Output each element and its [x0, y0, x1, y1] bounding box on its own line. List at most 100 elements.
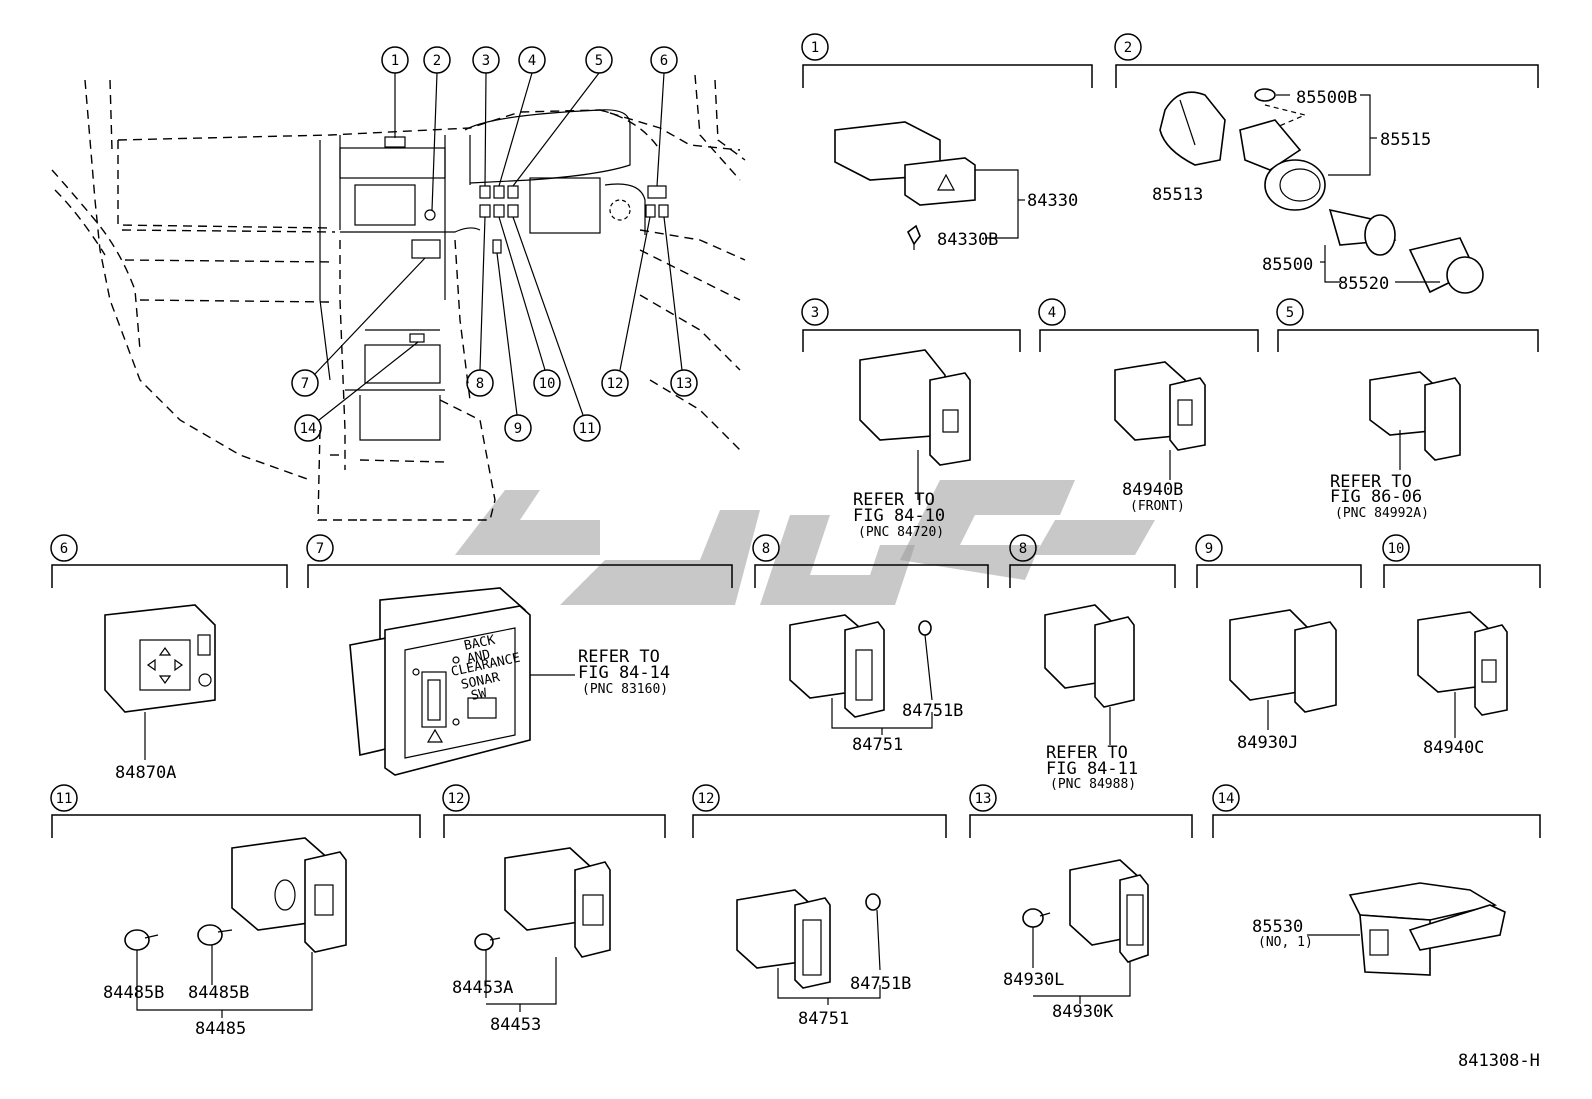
svg-text:BACK: BACK	[463, 633, 497, 654]
mirror-switch-84870A	[104, 604, 216, 713]
svg-text:5: 5	[1286, 305, 1294, 321]
group-2: 2 85500B 85515 85513 85500 85520	[1114, 33, 1539, 294]
switch-8b	[1044, 604, 1135, 708]
switch-84453	[504, 847, 611, 958]
svg-text:FIG 86-06: FIG 86-06	[1330, 487, 1422, 507]
group-6: 6 84870A	[50, 534, 288, 783]
group-10: 10 84940C	[1382, 534, 1541, 758]
group-3: 3 REFER TO FIG 84-10 (PNC 84720)	[801, 298, 1021, 540]
svg-text:3: 3	[811, 305, 819, 321]
svg-text:84751: 84751	[852, 735, 903, 755]
switch-3	[859, 349, 971, 466]
group-4: 4 84940B (FRONT)	[1038, 298, 1259, 514]
group-9: 9 84930J	[1195, 534, 1362, 753]
svg-text:84485: 84485	[195, 1019, 246, 1039]
switch-84940C	[1417, 611, 1508, 716]
svg-text:(PNC 84988): (PNC 84988)	[1050, 777, 1136, 792]
switch-5	[1369, 371, 1461, 461]
callout-14: 14	[294, 341, 419, 442]
callout-9: 9	[496, 252, 532, 442]
bulb-84930L	[1022, 908, 1051, 928]
svg-text:REFER TO: REFER TO	[1330, 472, 1412, 492]
svg-text:7: 7	[301, 376, 309, 392]
svg-text:13: 13	[975, 791, 992, 807]
group-14: 14 85530 (NO, 1)	[1212, 784, 1541, 976]
svg-text:84330B: 84330B	[937, 230, 998, 250]
svg-text:10: 10	[539, 376, 556, 392]
svg-text:14: 14	[300, 421, 317, 437]
bulb-84485B-2	[197, 924, 233, 946]
svg-text:9: 9	[1205, 541, 1213, 557]
svg-text:9: 9	[514, 421, 522, 437]
svg-text:85513: 85513	[1152, 185, 1203, 205]
switch-84930K	[1069, 859, 1149, 963]
callout-10: 10	[498, 216, 561, 397]
callout-4: 4	[498, 46, 546, 187]
sonar-switch-panel: BACK AND CLEARANCE SONAR SW	[349, 587, 531, 776]
group-7: 7 BACK AND CLEARANCE SONAR SW REFER TO F…	[306, 534, 733, 776]
group-1: 1 84330 84330B	[801, 33, 1093, 250]
bulb-84751B-b	[865, 893, 881, 971]
svg-text:84453: 84453	[490, 1015, 541, 1035]
svg-text:1: 1	[391, 53, 399, 69]
callout-11: 11	[512, 216, 601, 442]
group-8a: 8 84751B 84751	[752, 534, 989, 755]
svg-text:84940B: 84940B	[1122, 480, 1183, 500]
callout-2: 2	[423, 46, 451, 211]
bulb-84751B	[918, 620, 933, 701]
hazard-switch	[834, 121, 976, 206]
group-11: 11 84485B 84485B 84485	[50, 784, 421, 1039]
callout-5: 5	[512, 46, 613, 187]
svg-text:84940C: 84940C	[1423, 738, 1484, 758]
svg-text:FIG 84-10: FIG 84-10	[853, 506, 945, 526]
overview-callouts: 1 2 3 4 5 6 7 8 9 10 11 12 13 14	[291, 46, 698, 442]
svg-text:11: 11	[579, 421, 596, 437]
lighter-85500	[1328, 208, 1397, 256]
svg-text:84751B: 84751B	[850, 974, 911, 994]
switch-84751	[789, 614, 885, 718]
svg-text:84930L: 84930L	[1003, 970, 1064, 990]
svg-text:SW: SW	[470, 686, 489, 704]
svg-text:REFER TO: REFER TO	[853, 490, 935, 510]
svg-text:12: 12	[607, 376, 624, 392]
svg-text:FIG 84-14: FIG 84-14	[578, 663, 670, 683]
svg-text:84870A: 84870A	[115, 763, 176, 783]
callout-6: 6	[650, 46, 678, 187]
svg-text:(PNC 83160): (PNC 83160)	[582, 682, 668, 697]
dashboard-overview	[51, 74, 746, 521]
switch-84751-b	[736, 889, 831, 989]
switch-84930J	[1229, 609, 1337, 713]
svg-text:84485B: 84485B	[188, 983, 249, 1003]
callout-3: 3	[472, 46, 500, 187]
svg-text:13: 13	[676, 376, 693, 392]
watermark	[455, 480, 1155, 605]
bulb-84330B	[906, 224, 921, 250]
lighter-socket-85515	[1239, 119, 1326, 211]
svg-text:84751: 84751	[798, 1009, 849, 1029]
svg-text:8: 8	[762, 541, 770, 557]
group-12a: 12 84453A 84453	[442, 784, 666, 1035]
svg-text:85515: 85515	[1380, 130, 1431, 150]
svg-text:7: 7	[316, 541, 324, 557]
svg-text:2: 2	[1124, 40, 1132, 56]
svg-text:10: 10	[1388, 541, 1405, 557]
svg-text:12: 12	[448, 791, 465, 807]
svg-text:(FRONT): (FRONT)	[1130, 499, 1185, 514]
switch-84940B	[1114, 361, 1206, 451]
svg-text:2: 2	[433, 53, 441, 69]
callout-1: 1	[381, 46, 409, 138]
svg-text:85500B: 85500B	[1296, 88, 1357, 108]
figure-id: 841308-H	[1458, 1051, 1540, 1071]
svg-text:FIG 84-11: FIG 84-11	[1046, 759, 1138, 779]
svg-text:14: 14	[1218, 791, 1235, 807]
bulb-84485B-1	[124, 929, 159, 951]
group-12b: 12 84751B 84751	[692, 784, 947, 1029]
svg-text:REFER TO: REFER TO	[578, 647, 660, 667]
socket-85530	[1348, 882, 1506, 976]
callout-13: 13	[663, 216, 698, 397]
svg-text:85520: 85520	[1338, 274, 1389, 294]
svg-text:4: 4	[528, 53, 536, 69]
switch-84485	[231, 837, 347, 953]
callout-12: 12	[601, 216, 651, 397]
